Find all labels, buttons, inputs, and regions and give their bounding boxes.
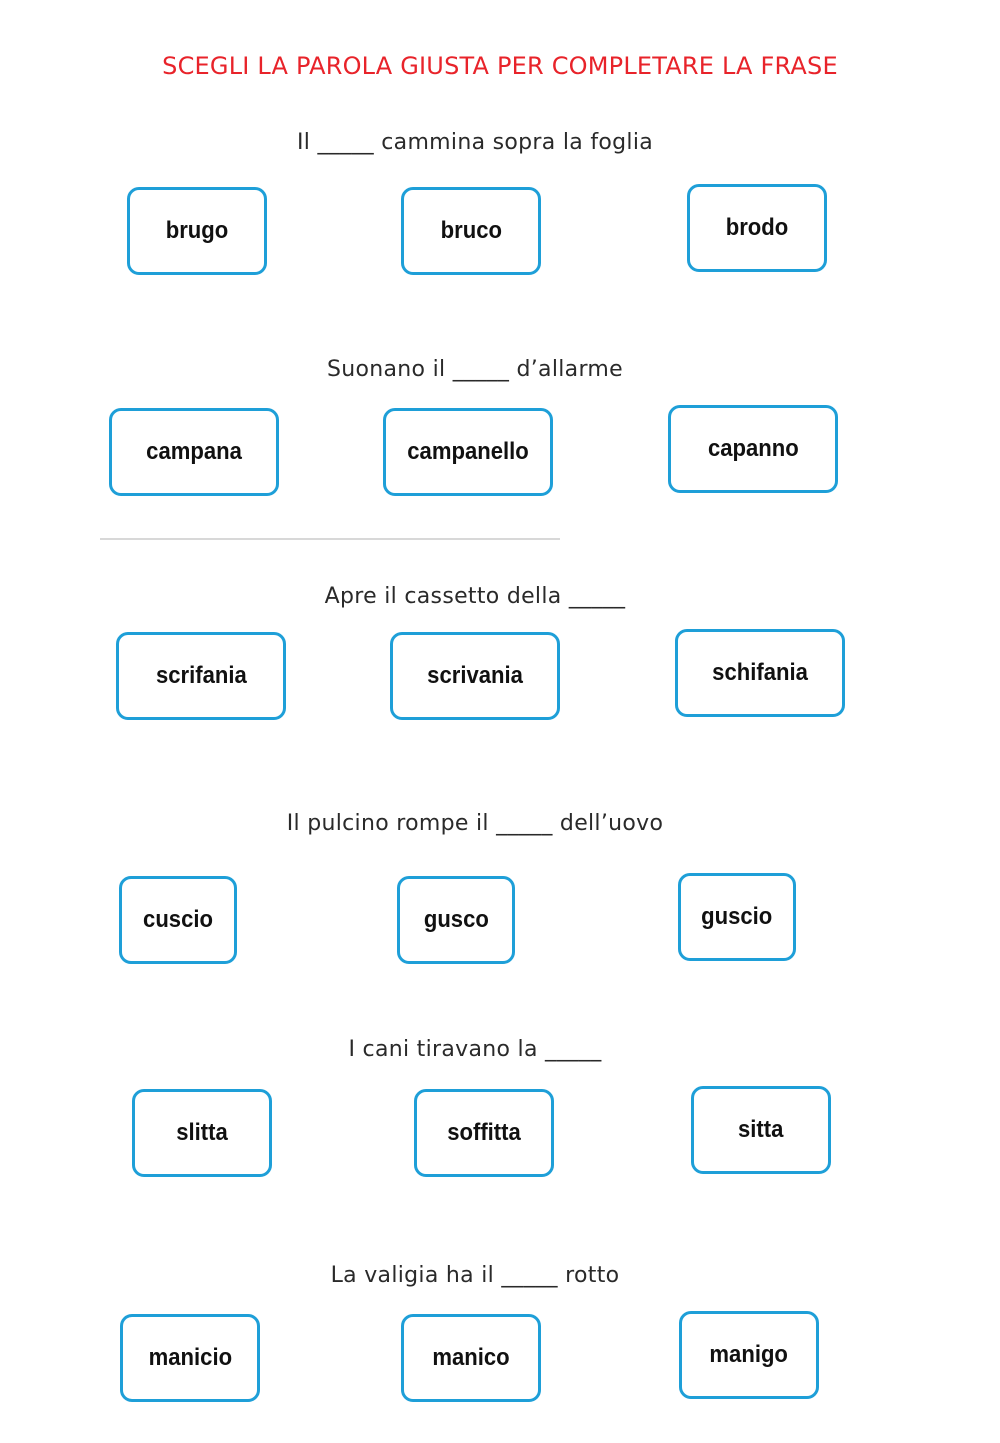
option-1-2[interactable]: bruco [401, 187, 541, 275]
option-6-2[interactable]: manico [401, 1314, 541, 1402]
sentence-5: I cani tiravano la _____ [348, 1037, 602, 1062]
option-3-2[interactable]: scrivania [390, 632, 560, 720]
sentence-3: Apre il cassetto della _____ [324, 584, 626, 609]
sentence-1: Il _____ cammina sopra la foglia [296, 130, 654, 155]
option-5-3[interactable]: sitta [691, 1086, 831, 1174]
option-4-3[interactable]: guscio [678, 873, 796, 961]
option-2-2[interactable]: campanello [383, 408, 553, 496]
option-2-1[interactable]: campana [109, 408, 279, 496]
option-2-3[interactable]: capanno [668, 405, 838, 493]
option-4-1[interactable]: cuscio [119, 876, 237, 964]
worksheet-title: SCEGLI LA PAROLA GIUSTA PER COMPLETARE L… [162, 52, 838, 80]
option-5-2[interactable]: soffitta [414, 1089, 554, 1177]
sentence-6: La valigia ha il _____ rotto [330, 1263, 620, 1288]
option-3-1[interactable]: scrifania [116, 632, 286, 720]
option-6-3[interactable]: manigo [679, 1311, 819, 1399]
scan-artifact [100, 538, 560, 540]
option-5-1[interactable]: slitta [132, 1089, 272, 1177]
option-1-3[interactable]: brodo [687, 184, 827, 272]
sentence-4: Il pulcino rompe il _____ dell’uovo [286, 811, 664, 836]
option-3-3[interactable]: schifania [675, 629, 845, 717]
sentence-2: Suonano il _____ d’allarme [327, 357, 623, 382]
option-4-2[interactable]: gusco [397, 876, 515, 964]
option-6-1[interactable]: manicio [120, 1314, 260, 1402]
option-1-1[interactable]: brugo [127, 187, 267, 275]
